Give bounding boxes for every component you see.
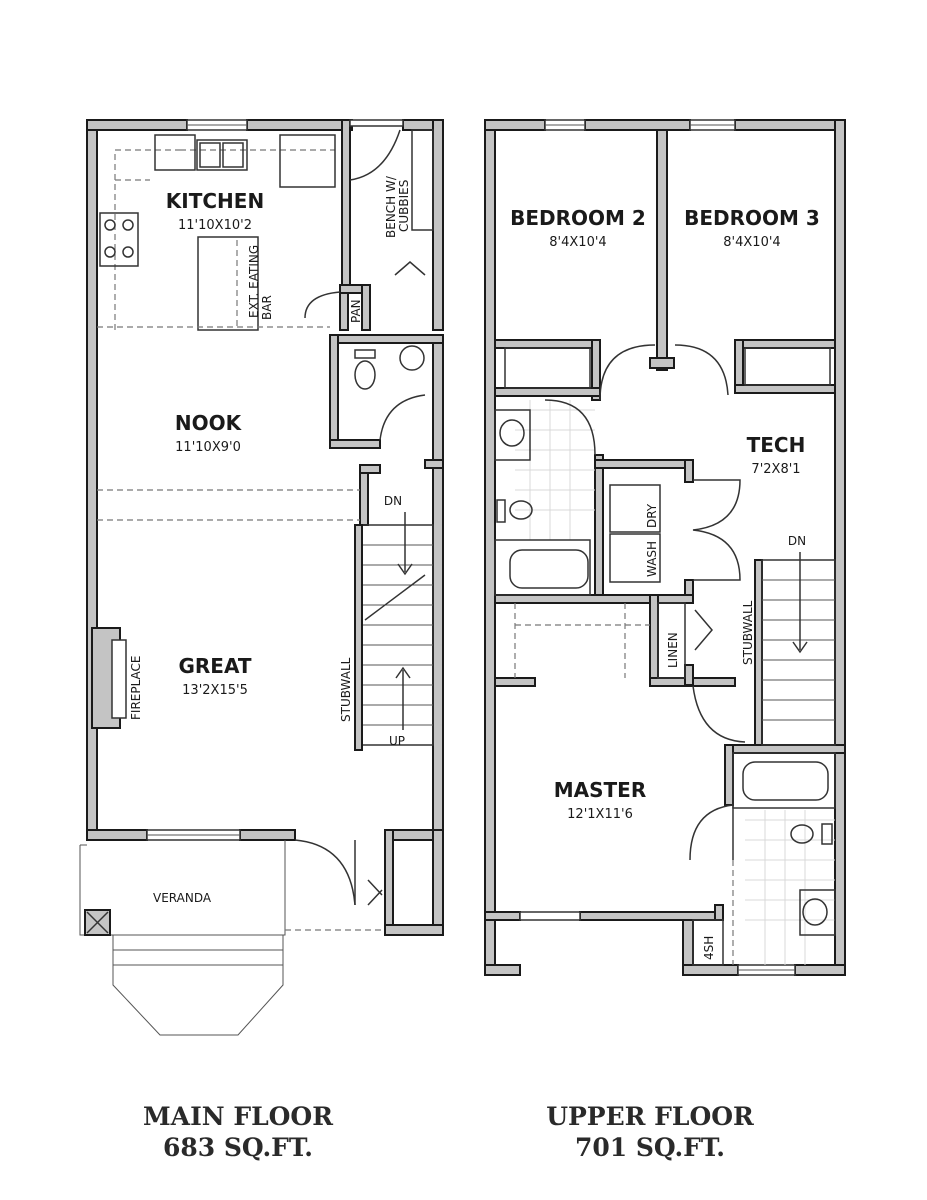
room-name-kitchen: KITCHEN [166, 189, 264, 213]
kitchen-fixtures [97, 129, 434, 331]
upper-floor-area: 701 SQ.FT. [575, 1133, 725, 1162]
room-size-great: 13'2X15'5 [182, 683, 248, 698]
room-name-tech: TECH [747, 433, 806, 457]
main-floor-area: 683 SQ.FT. [163, 1133, 313, 1162]
cubbies-label: CUBBIES [397, 180, 411, 232]
pantry-label: PAN [349, 299, 363, 323]
main-floor-walls [86, 119, 444, 936]
linen-label: LINEN [666, 632, 680, 668]
veranda [79, 839, 385, 1036]
eating-bar-label: EXT. EATING [247, 245, 261, 318]
stubwall-label-upper: STUBWALL [741, 600, 755, 665]
stairs-down-label-upper: DN [788, 534, 806, 548]
room-size-tech: 7'2X8'1 [751, 462, 800, 477]
main-floor-stairs [354, 512, 434, 751]
room-size-master: 12'1X11'6 [567, 807, 633, 822]
upper-floor-windows [519, 119, 796, 976]
dryer-label: DRY [645, 503, 659, 528]
upper-floor-title: UPPER FLOOR [546, 1102, 754, 1131]
room-size-nook: 11'10X9'0 [175, 440, 241, 455]
main-floor-labels: KITCHEN 11'10X10'2 NOOK 11'10X9'0 GREAT … [129, 175, 411, 905]
room-name-bedroom-3: BEDROOM 3 [684, 206, 820, 230]
room-size-bedroom-3: 8'4X10'4 [723, 235, 780, 250]
room-name-master: MASTER [554, 778, 647, 802]
shower-label: 4SH [702, 936, 716, 960]
room-size-bedroom-2: 8'4X10'4 [549, 235, 606, 250]
stubwall-label: STUBWALL [339, 657, 353, 722]
powder-room-fixtures [97, 345, 426, 521]
upper-floor: BEDROOM 2 8'4X10'4 BEDROOM 3 8'4X10'4 TE… [484, 119, 846, 1162]
room-name-nook: NOOK [175, 411, 243, 435]
room-size-kitchen: 11'10X10'2 [178, 218, 252, 233]
stairs-up-label: UP [389, 734, 405, 748]
upper-floor-labels: BEDROOM 2 8'4X10'4 BEDROOM 3 8'4X10'4 TE… [510, 206, 820, 960]
upper-floor-fixtures [494, 344, 836, 966]
main-floor-title: MAIN FLOOR [143, 1102, 333, 1131]
stairs-down-label: DN [384, 494, 402, 508]
washer-label: WASH [645, 541, 659, 577]
upper-floor-walls [484, 119, 846, 976]
room-name-great: GREAT [178, 654, 251, 678]
main-floor-windows [146, 119, 404, 841]
fireplace-label: FIREPLACE [129, 655, 143, 720]
main-floor: KITCHEN 11'10X10'2 NOOK 11'10X9'0 GREAT … [79, 119, 444, 1162]
room-name-bedroom-2: BEDROOM 2 [510, 206, 646, 230]
veranda-label: VERANDA [153, 891, 212, 905]
bar-label: BAR [260, 295, 274, 320]
bench-label: BENCH W/ [384, 175, 398, 238]
